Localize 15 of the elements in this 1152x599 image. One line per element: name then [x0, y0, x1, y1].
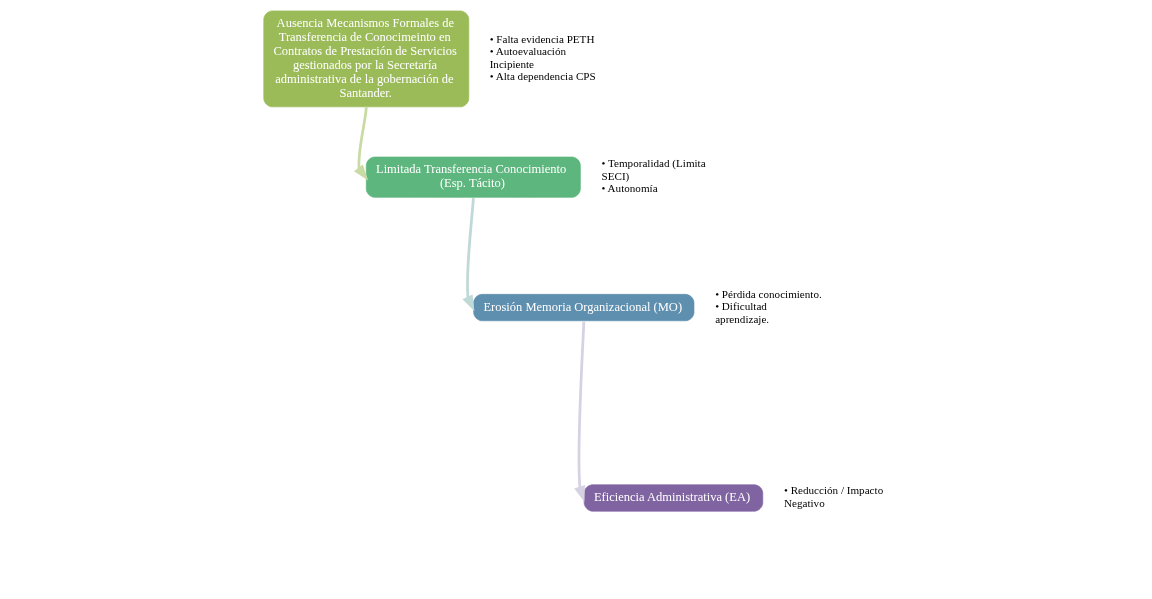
arrow: [353, 106, 369, 181]
node-box: Ausencia Mecanismos Formales de Transferencia de Conocimeinto en Contratos de Prestación de Servicios gestionados por la Secretaría administrativa de la gobernación de Santander.: [263, 10, 470, 108]
node-label: • Dificultad aprendizaje.: [715, 300, 770, 325]
node-label: • Falta evidencia PETH: [489, 32, 595, 45]
node-label: • Alta dependencia CPS: [489, 70, 596, 83]
arrow: [462, 197, 475, 312]
node-box: Eficiencia Administrativa (EA): [583, 484, 764, 512]
node-label: • Autoevaluación Incipiente: [489, 45, 567, 70]
node-label: • Temporalidad (Limita SECI): [601, 157, 706, 182]
node-label: • Reducción / Impacto Negativo: [783, 484, 884, 509]
node-box: Limitada Transferencia Conocimiento (Esp. Tácito): [365, 156, 581, 198]
node-box: Erosión Memoria Organizacional (MO): [473, 294, 695, 322]
node-label: • Autonomía: [601, 182, 658, 195]
arrow: [574, 321, 586, 502]
node-label: • Pérdida conocimiento.: [715, 287, 822, 300]
